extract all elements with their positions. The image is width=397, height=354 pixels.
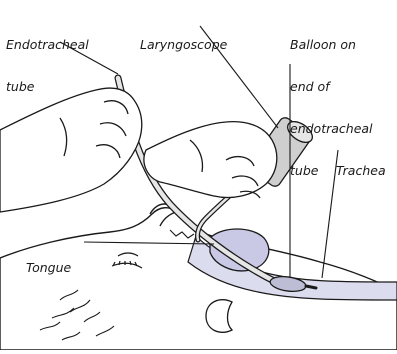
label-trachea-text: Trachea bbox=[336, 164, 386, 178]
label-tongue-text: Tongue bbox=[26, 261, 71, 275]
label-tongue: Tongue bbox=[26, 233, 71, 303]
label-endotracheal-tube: Endotracheal tube bbox=[6, 10, 89, 122]
ear bbox=[206, 300, 232, 333]
label-trachea: Trachea bbox=[336, 136, 386, 206]
label-laryngoscope: Laryngoscope bbox=[140, 10, 227, 80]
label-balloon-line2: end of bbox=[290, 80, 373, 94]
label-laryngoscope-text: Laryngoscope bbox=[140, 38, 227, 52]
label-endotracheal-tube-line1: Endotracheal bbox=[6, 38, 89, 52]
label-balloon-line3: endotracheal bbox=[290, 122, 373, 136]
label-balloon-line1: Balloon on bbox=[290, 38, 373, 52]
right-hand bbox=[144, 122, 277, 198]
label-endotracheal-tube-line2: tube bbox=[6, 80, 89, 94]
